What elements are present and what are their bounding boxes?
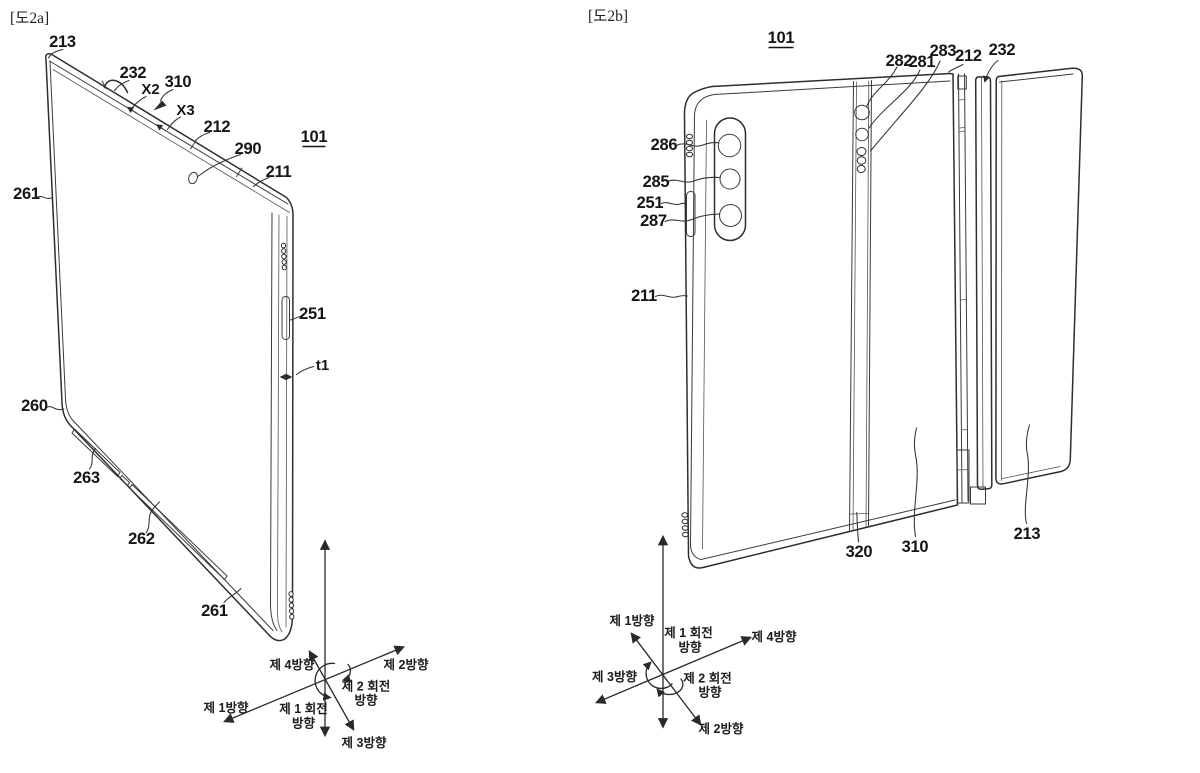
hinge-latch-top [957,75,967,90]
label-290: 290 [235,140,262,158]
label-261-bottom: 261 [201,602,228,620]
fig2a-fold-axis-arrows [126,100,168,132]
label-260: 260 [21,397,48,415]
camera-lens-285 [719,168,741,190]
label-101: 101 [301,128,328,146]
label-232b: 232 [989,41,1016,59]
camera-lens-287 [719,204,742,227]
axis-rot1-line1: 제 1 회전 [664,625,712,640]
fig2b-center-strip [849,80,872,532]
label-282: 282 [886,52,913,70]
fig2b-right-panel [995,67,1084,485]
label-263: 263 [73,469,100,487]
fig2a-axis-diagram [223,539,405,738]
axis-dir4: 제 4방향 [752,629,797,644]
axis-rot1-line2: 방향 [292,716,316,731]
label-x3: X3 [176,102,194,119]
fig2a-leader-lines [36,48,315,604]
axis-dir2: 제 2방향 [384,657,429,672]
fig2b-labels: [도2b] 101 282 281 283 212 232 286 285 25… [588,8,1041,561]
axis-dir2: 제 2방향 [699,721,744,736]
fig2a-device-outline [45,53,294,642]
label-212b: 212 [955,47,982,65]
label-285: 285 [643,173,670,191]
axis-rot1-line2: 방향 [678,640,702,655]
camera-hole-290 [188,171,198,185]
fig2b-leader-lines [654,59,1031,543]
fig2a-hinge-bump-232 [101,79,129,94]
fig2b-axis-diagram [595,534,752,729]
axis-dir3: 제 3방향 [342,735,387,750]
rear-sensor-hole [855,127,869,142]
side-button-251b [686,191,696,237]
rear-sensor-hole [854,104,870,121]
label-213: 213 [49,33,76,51]
label-211b: 211 [631,287,657,305]
figure-2a: [도2a] 213 232 X2 310 X3 212 290 211 101 … [10,10,429,750]
axis-dir4: 제 4방향 [270,657,315,672]
fig2a-bottom-edge-strips [71,428,228,581]
axis-rot2-line1: 제 2 회전 [683,671,731,686]
label-261-top: 261 [13,185,40,203]
label-251: 251 [299,305,326,323]
fig2a-axis-labels: 제 4방향 제 2방향 제 1방향 제 3방향 제 1 회전 방향 제 2 회전… [204,657,429,750]
label-286: 286 [651,136,678,154]
fig2b-axis-labels: 제 1방향 제 4방향 제 3방향 제 2방향 제 1 회전 방향 제 2 회전… [592,613,797,736]
label-212: 212 [204,118,231,136]
rotation-arrow-1 [642,661,673,690]
figure-2b-tag: [도2b] [588,8,628,25]
label-262: 262 [128,530,155,548]
axis-rot2-line2: 방향 [354,693,378,708]
figure-2a-tag: [도2a] [10,10,49,27]
camera-lens-286 [717,133,742,158]
label-t1: t1 [316,357,329,374]
label-101b: 101 [768,29,795,47]
label-320: 320 [846,543,873,561]
edge-seam [236,167,243,177]
label-310: 310 [165,73,192,91]
label-310b: 310 [902,538,929,556]
label-232: 232 [120,64,147,82]
hinge-latch-bottom [956,449,970,504]
arrow-310 [153,100,167,111]
axis-dir1: 제 1방향 [610,613,655,628]
axis-rot2-line1: 제 2 회전 [342,679,390,694]
axis-dir1: 제 1방향 [204,700,249,715]
figure-2b: [도2b] 101 282 281 283 212 232 286 285 25… [588,8,1084,736]
rotation-arrow-2 [656,678,684,698]
hinge-cover-232 [974,76,993,491]
fig2a-labels: [도2a] 213 232 X2 310 X3 212 290 211 101 … [10,10,329,620]
label-x2: X2 [141,81,159,98]
axis-rot2-line2: 방향 [698,685,722,700]
label-211: 211 [266,163,292,181]
fig2a-speaker-holes-top [280,242,287,271]
label-251b: 251 [637,194,664,212]
side-button-251 [281,296,290,340]
axis-rot1-line1: 제 1 회전 [279,701,327,716]
edge-seam [190,140,197,150]
rotation-arrow-1 [314,662,336,701]
fig2b-left-body-outline [683,72,959,569]
label-213b: 213 [1014,525,1041,543]
rotation-arrow-2 [341,663,352,683]
label-287: 287 [640,212,667,230]
label-283: 283 [930,42,957,60]
fig2b-left-edge-details [681,133,696,538]
fig2b-camera-island [713,117,747,242]
label-281: 281 [909,53,936,71]
fig2a-speaker-holes-bottom [288,591,295,620]
axis-dir3: 제 3방향 [592,669,637,684]
fig2b-hinge [956,73,993,505]
